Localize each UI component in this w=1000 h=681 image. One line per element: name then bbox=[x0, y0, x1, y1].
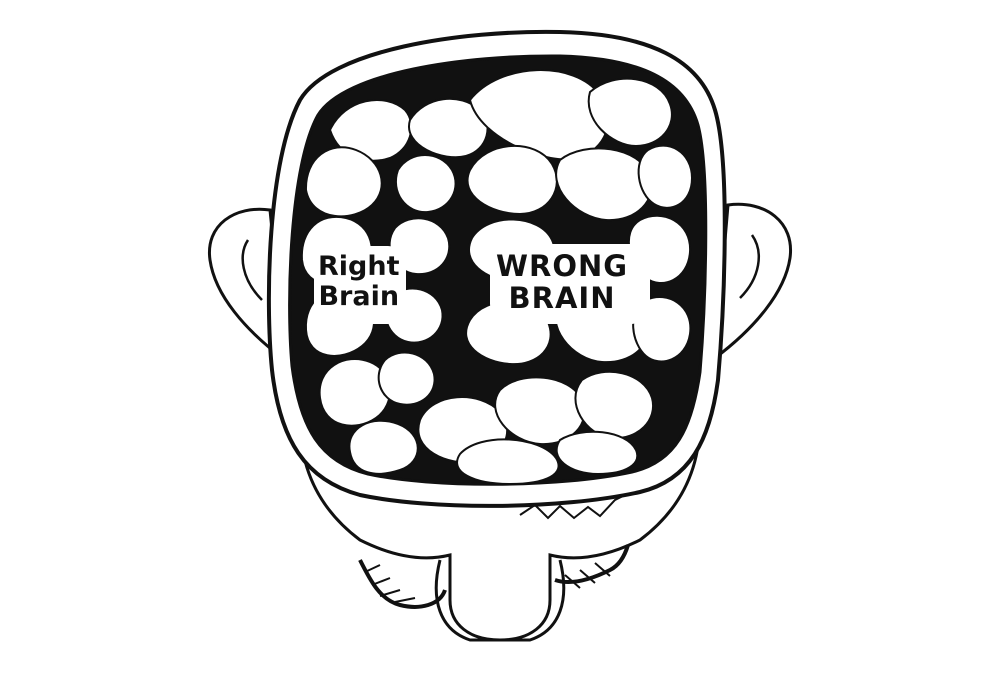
ears bbox=[207, 202, 793, 364]
right-brain-label: Right Brain bbox=[318, 251, 400, 313]
wrong-brain-line-2: BRAIN bbox=[508, 281, 616, 316]
label-backdrops bbox=[314, 244, 650, 324]
wrong-brain-line-1: WRONG bbox=[496, 249, 629, 283]
wrong-brain-label: WRONG BRAIN bbox=[496, 250, 628, 315]
right-brain-line-1: Right bbox=[318, 251, 400, 282]
right-brain-line-2: Brain bbox=[318, 281, 400, 313]
